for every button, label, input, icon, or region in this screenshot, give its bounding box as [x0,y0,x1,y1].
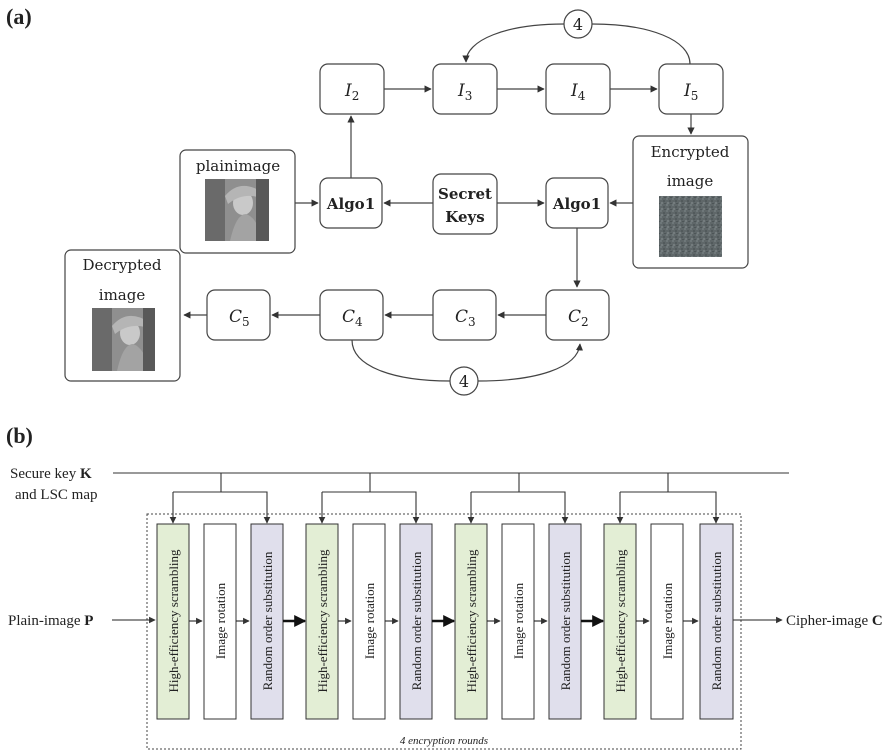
panel-a-label: (a) [6,4,32,29]
loop-count-top: 4 [563,9,593,39]
node-i5-subscript: 5 [691,89,699,103]
round-2: High-efficiency scrambling Image rotatio… [305,491,433,720]
node-i2-letter: I [344,81,352,101]
node-c4: C4 [319,289,384,341]
plain-image-label: Plain-image P [8,613,93,629]
stage-substitution-2-label: Random order substitution [409,551,424,690]
rounds-frame [146,513,742,750]
stage-rotation-3 [501,523,535,720]
secure-key-line2: and LSC map [15,487,98,503]
svg-text:I5: I5 [683,81,698,103]
decrypted-label-line1: Decrypted [82,256,161,274]
node-c2-letter: C [568,307,581,327]
lena-plain-thumbnail [205,179,269,241]
node-c5: C5 [206,289,271,341]
svg-text:C3: C3 [455,307,476,329]
node-c3-subscript: 3 [468,315,476,329]
svg-text:C5: C5 [229,307,250,329]
svg-text:C2: C2 [568,307,589,329]
rounds-caption: 4 encryption rounds [400,735,488,747]
loop-count-top-text: 4 [573,15,583,34]
key-distribution [113,472,789,492]
stage-rotation-4 [650,523,684,720]
node-i3-letter: I [457,81,465,101]
cipher-image-symbol: C [872,613,883,629]
cipher-image-label: Cipher-image C [786,613,883,629]
plain-image-prefix: Plain-image [8,613,84,629]
node-c2: C2 [545,289,610,341]
node-i2-subscript: 2 [352,89,360,103]
algo1-right-label: Algo1 [552,195,601,213]
node-c3: C3 [432,289,497,341]
decrypted-label-line2: image [99,286,146,304]
round-1: High-efficiency scrambling Image rotatio… [156,491,284,720]
plain-image-symbol: P [84,613,93,629]
stage-scrambling-4 [603,523,637,720]
algo1-right: Algo1 [545,177,609,229]
node-c5-subscript: 5 [242,315,250,329]
stage-scrambling-4-label: High-efficiency scrambling [613,549,628,693]
node-i4-letter: I [570,81,578,101]
node-i5: I5 [658,63,724,115]
stage-rotation-3-label: Image rotation [511,582,526,659]
node-c4-subscript: 4 [355,315,363,329]
secret-keys-line2: Keys [445,208,484,226]
node-c4-letter: C [342,307,355,327]
svg-text:I4: I4 [570,81,586,103]
secure-key-prefix: Secure key [10,466,80,482]
node-i4-subscript: 4 [578,89,586,103]
plainimage-label: plainimage [196,157,280,175]
node-i3: I3 [432,63,498,115]
stage-rotation-2 [352,523,386,720]
node-i3-subscript: 3 [465,89,473,103]
secure-key-symbol: K [80,466,92,482]
stage-rotation-1-label: Image rotation [213,582,228,659]
node-c2-subscript: 2 [581,315,589,329]
loop-count-bottom: 4 [449,366,479,396]
stage-rotation-4-label: Image rotation [660,582,675,659]
encrypted-noise-thumbnail [659,196,722,257]
stage-substitution-3 [548,523,582,720]
stage-scrambling-1-label: High-efficiency scrambling [166,549,181,693]
svg-text:C4: C4 [342,307,363,329]
secret-keys-box: Secret Keys [432,173,498,235]
stage-scrambling-3 [454,523,488,720]
lena-decrypted-thumbnail [92,308,155,371]
secret-keys-line1: Secret [438,185,492,203]
panel-b-label: (b) [6,423,33,448]
node-i4: I4 [545,63,611,115]
node-c5-letter: C [229,307,242,327]
encrypted-label-line1: Encrypted [651,143,730,161]
decrypted-image-box: Decrypted image [64,249,181,382]
stage-scrambling-3-label: High-efficiency scrambling [464,549,479,693]
algo1-left: Algo1 [319,177,383,229]
node-i2: I2 [319,63,385,115]
round-4: High-efficiency scrambling Image rotatio… [603,491,734,720]
stage-scrambling-2-label: High-efficiency scrambling [315,549,330,693]
encrypted-label-line2: image [667,172,714,190]
round-3: High-efficiency scrambling Image rotatio… [454,491,582,720]
loop-arc-bottom [351,340,580,382]
node-c3-letter: C [455,307,468,327]
algo1-left-label: Algo1 [326,195,375,213]
stage-substitution-2 [399,523,433,720]
cipher-image-prefix: Cipher-image [786,613,872,629]
stage-rotation-2-label: Image rotation [362,582,377,659]
loop-arc-top [466,23,691,64]
node-i5-letter: I [683,81,691,101]
stage-substitution-1-label: Random order substitution [260,551,275,690]
svg-text:I2: I2 [344,81,359,103]
stage-scrambling-1 [156,523,190,720]
loop-count-bottom-text: 4 [459,372,469,391]
stage-substitution-4 [699,523,734,720]
stage-substitution-1 [250,523,284,720]
stage-substitution-3-label: Random order substitution [558,551,573,690]
encrypted-image-box: Encrypted image [632,135,749,269]
svg-text:I3: I3 [457,81,472,103]
stage-substitution-4-label: Random order substitution [709,551,724,690]
secure-key-line1: Secure key K [10,466,92,482]
plainimage-box: plainimage [179,149,296,254]
